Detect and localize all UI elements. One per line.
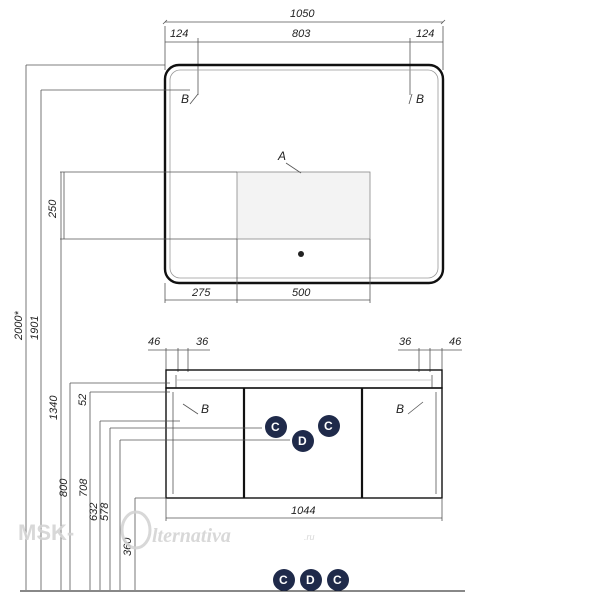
dim-708: 708 [78, 478, 90, 497]
cabinet-label-b-left: B [201, 402, 209, 416]
dim-632: 632 [88, 503, 100, 521]
svg-text:C: C [333, 573, 342, 587]
svg-text:C: C [279, 573, 288, 587]
watermark-tld: .ru [304, 532, 315, 542]
floor-marker-c-right: C [327, 569, 349, 591]
svg-text:C: C [271, 420, 280, 434]
panel-offset: 275 [191, 287, 211, 299]
mirror-label-b-right: B [416, 92, 424, 106]
mirror-center-span: 803 [292, 28, 311, 40]
vertical-dimensions: 2000* 1901 1340 800 708 632 578 52 360 [13, 64, 290, 590]
mirror-label-a: A [277, 149, 286, 163]
watermark-brand-right: lternativa [152, 525, 231, 547]
dim-52: 52 [77, 394, 89, 406]
cabinet-overall-width: 1044 [291, 505, 315, 517]
cab-left-outer: 46 [148, 336, 161, 348]
dim-2000: 2000* [13, 311, 25, 341]
watermark-brand-left: MSK- [18, 520, 74, 545]
mirror: 1050 124 803 124 B B A 275 500 [47, 8, 446, 303]
floor-marker-c-left: C [273, 569, 295, 591]
dim-1901: 1901 [29, 316, 41, 340]
mirror-side-right: 124 [416, 28, 434, 40]
floor-marker-d: D [300, 569, 322, 591]
panel-width: 500 [292, 287, 311, 299]
dim-800: 800 [58, 478, 70, 497]
svg-text:C: C [324, 419, 333, 433]
panel-height: 250 [47, 199, 59, 219]
touch-sensor [298, 251, 304, 257]
svg-text:D: D [306, 573, 315, 587]
countertop [165, 369, 443, 389]
mirror-side-left: 124 [170, 28, 188, 40]
cab-right-inner: 36 [399, 336, 412, 348]
display-panel [236, 171, 371, 240]
cab-left-inner: 36 [196, 336, 209, 348]
cabinet: 46 36 36 46 B B C D [148, 336, 462, 521]
watermark: MSK- lternativa .ru [18, 510, 315, 550]
mirror-frame [163, 63, 445, 285]
svg-text:D: D [298, 434, 307, 448]
cabinet-marker-c-left: C [265, 416, 287, 438]
dim-1340: 1340 [48, 395, 60, 420]
cabinet-marker-c-right: C [318, 415, 340, 437]
cab-right-outer: 46 [449, 336, 462, 348]
cabinet-body [165, 387, 443, 499]
mirror-label-b-left: B [181, 92, 189, 106]
mirror-total-width: 1050 [290, 8, 315, 20]
watermark-logo-icon [120, 510, 152, 550]
cabinet-marker-d: D [292, 430, 314, 452]
floor-markers: C D C [273, 569, 349, 591]
dim-578: 578 [99, 502, 111, 521]
cabinet-label-b-right: B [396, 402, 404, 416]
